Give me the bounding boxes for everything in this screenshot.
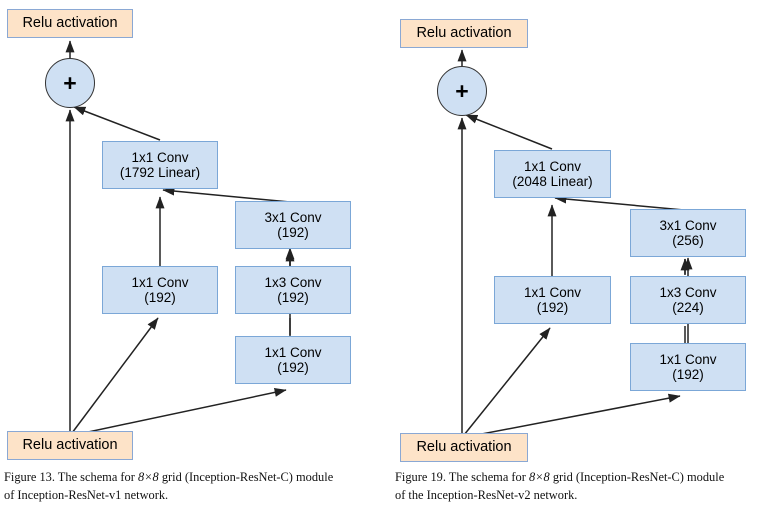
relu-activation-top-label: Relu activation [22,15,118,32]
conv-1x3[interactable]: 1x3 Conv (224) [630,276,746,324]
conv-3x1[interactable]: 3x1 Conv (256) [630,209,746,257]
figure-13-caption: Figure 13. The schema for 8×8 grid (Ince… [4,469,376,504]
conv-1x3-line2: (192) [277,290,309,305]
conv-1x1-branch-left[interactable]: 1x1 Conv (192) [102,266,218,314]
conv-1x1-branch-left-line1: 1x1 Conv [131,274,189,290]
conv-1x1-branch-right-line1: 1x1 Conv [659,351,717,367]
conv-3x1-line1: 3x1 Conv [264,209,322,225]
caption-text-2: grid (Inception-ResNet-C) module [158,470,334,484]
relu-activation-top-label: Relu activation [416,25,512,42]
conv-1x1-branch-right-line1: 1x1 Conv [264,344,322,360]
conv-1x1-branch-right-line2: (192) [277,360,309,375]
conv-3x1-line2: (192) [277,225,309,240]
conv-1x3-line1: 1x3 Conv [659,284,717,300]
caption-grid-size: 8×8 [528,470,550,484]
caption-text: Figure 19. The schema for [395,470,529,484]
caption-grid-size: 8×8 [137,470,159,484]
caption-text: Figure 13. The schema for [4,470,138,484]
conv-1x1-branch-right-line2: (192) [672,367,704,382]
figure-13-caption-line2: of Inception-ResNet-v1 network. [4,487,169,502]
relu-activation-bottom-label: Relu activation [22,437,118,454]
figure-19-caption-line1: Figure 19. The schema for 8×8 grid (Ince… [395,469,767,487]
figure-19-caption: Figure 19. The schema for 8×8 grid (Ince… [395,469,767,504]
conv-3x1[interactable]: 3x1 Conv (192) [235,201,351,249]
conv-3x1-line2: (256) [672,233,704,248]
conv-1x1-branch-right[interactable]: 1x1 Conv (192) [235,336,351,384]
plus-icon: + [455,77,469,104]
conv-3x1-line1: 3x1 Conv [659,217,717,233]
figure-13-caption-line1: Figure 13. The schema for 8×8 grid (Ince… [4,469,376,487]
relu-activation-top[interactable]: Relu activation [400,19,528,48]
relu-activation-bottom-label: Relu activation [416,439,512,456]
conv-1x1-projection[interactable]: 1x1 Conv (2048 Linear) [494,150,611,198]
figure-19-panel: Relu activation + 1x1 Conv (2048 Linear)… [384,0,767,509]
conv-1x1-projection-line1: 1x1 Conv [523,158,582,174]
relu-activation-top[interactable]: Relu activation [7,9,133,38]
plus-icon: + [63,69,77,96]
conv-1x1-projection[interactable]: 1x1 Conv (1792 Linear) [102,141,218,189]
conv-1x1-branch-left-line2: (192) [536,300,569,315]
residual-sum-circle[interactable]: + [437,66,487,116]
caption-text-2: grid (Inception-ResNet-C) module [549,470,725,484]
conv-1x1-branch-left[interactable]: 1x1 Conv (192) [494,276,611,324]
figure-13-panel: Relu activation + 1x1 Conv (1792 Linear)… [0,0,383,509]
conv-1x3[interactable]: 1x3 Conv (192) [235,266,351,314]
residual-sum-circle[interactable]: + [45,58,95,108]
conv-1x1-branch-left-line2: (192) [144,290,176,305]
figure-19-caption-line2: of the Inception-ResNet-v2 network. [395,487,578,502]
conv-1x1-branch-right[interactable]: 1x1 Conv (192) [630,343,746,391]
relu-activation-bottom[interactable]: Relu activation [400,433,528,462]
conv-1x3-line2: (224) [672,300,704,315]
conv-1x1-projection-line1: 1x1 Conv [131,149,189,165]
conv-1x1-branch-left-line1: 1x1 Conv [523,284,582,300]
conv-1x1-projection-line2: (1792 Linear) [119,165,201,180]
conv-1x1-projection-line2: (2048 Linear) [512,174,593,189]
relu-activation-bottom[interactable]: Relu activation [7,431,133,460]
conv-1x3-line1: 1x3 Conv [264,274,322,290]
